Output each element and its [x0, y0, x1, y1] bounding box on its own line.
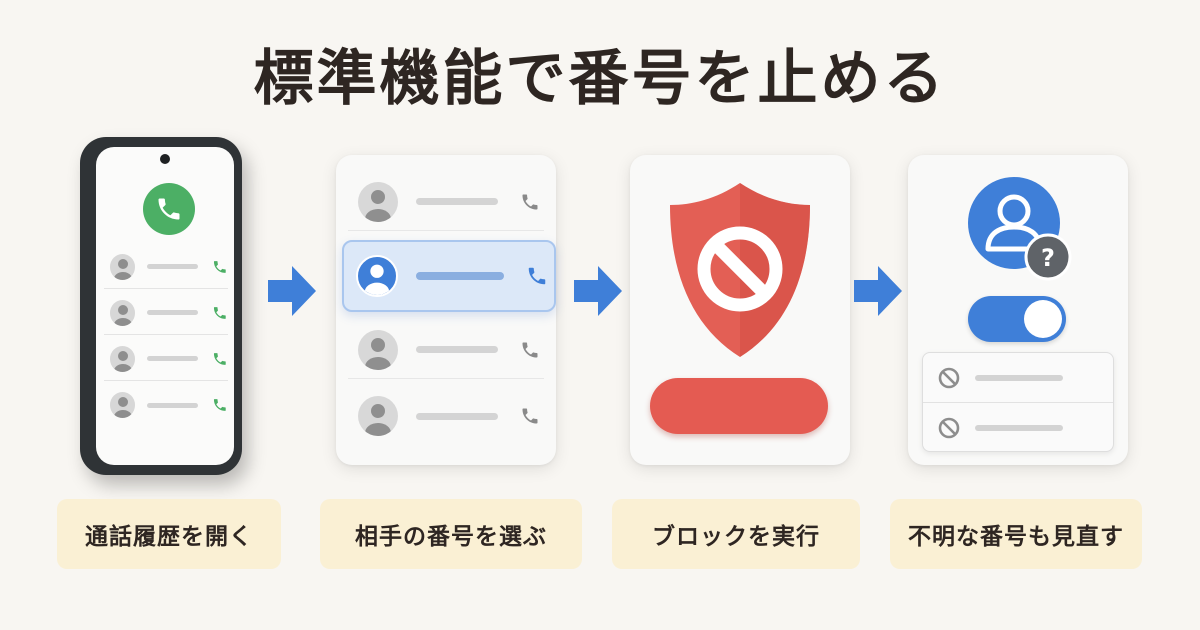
contact-list-item[interactable]	[348, 321, 544, 379]
call-history-screen	[96, 147, 234, 465]
call-icon[interactable]	[212, 397, 228, 413]
call-icon[interactable]	[526, 265, 548, 287]
step-label-execute-block: ブロックを実行	[612, 499, 860, 569]
arrow-right-icon	[574, 266, 622, 316]
contact-name-placeholder	[147, 402, 199, 408]
arrow-right-icon	[268, 266, 316, 316]
arrow-right-icon	[854, 266, 902, 316]
block-button[interactable]	[650, 378, 828, 434]
contact-avatar-icon	[110, 299, 136, 326]
unknown-caller-icon: ?	[968, 177, 1072, 281]
blocked-number-placeholder	[975, 374, 1063, 381]
contact-avatar-icon	[358, 181, 398, 222]
phone-icon	[158, 198, 180, 220]
contact-name-placeholder	[416, 198, 498, 205]
blocked-numbers-list	[922, 352, 1114, 452]
front-camera	[160, 154, 170, 164]
page-title: 標準機能で番号を止める	[253, 44, 947, 114]
contact-list-item[interactable]	[348, 387, 544, 445]
block-icon	[938, 417, 960, 439]
contact-avatar-icon	[358, 329, 398, 370]
call-icon[interactable]	[212, 351, 228, 367]
contact-avatar-icon	[110, 253, 136, 280]
block-icon	[938, 367, 960, 388]
blocked-number-item[interactable]	[923, 353, 1113, 403]
blocked-number-placeholder	[975, 425, 1063, 431]
step-label-review-unknown: 不明な番号も見直す	[890, 499, 1142, 569]
contact-name-placeholder	[147, 356, 199, 361]
contact-name-placeholder	[416, 346, 498, 353]
contact-avatar-icon	[358, 396, 398, 436]
call-history-item[interactable]	[104, 245, 228, 289]
call-icon[interactable]	[212, 305, 228, 321]
call-history-item[interactable]	[104, 291, 228, 335]
call-history-item[interactable]	[104, 383, 228, 427]
step-label-open-call-history: 通話履歴を開く	[57, 499, 281, 569]
call-history-item[interactable]	[104, 337, 228, 381]
contact-avatar-icon	[110, 345, 136, 372]
call-icon[interactable]	[520, 406, 540, 426]
shield-block-icon	[670, 183, 810, 357]
contact-avatar-icon	[110, 392, 136, 418]
contact-name-placeholder	[147, 310, 199, 315]
selected-contact-avatar-icon	[356, 255, 398, 297]
step-label-select-number: 相手の番号を選ぶ	[320, 499, 582, 569]
toggle-knob	[1024, 300, 1062, 338]
blocked-number-item[interactable]	[923, 403, 1113, 453]
contact-name-placeholder	[416, 412, 498, 420]
question-badge: ?	[1041, 244, 1055, 272]
block-unknown-toggle[interactable]	[968, 296, 1066, 342]
selected-contact-name-placeholder	[416, 272, 504, 280]
call-icon[interactable]	[520, 192, 540, 212]
contact-list-item[interactable]	[348, 173, 544, 231]
selected-contact-row[interactable]	[342, 240, 556, 312]
call-icon[interactable]	[520, 340, 540, 360]
call-icon[interactable]	[212, 259, 228, 275]
phone-app-icon[interactable]	[143, 183, 195, 235]
contact-name-placeholder	[147, 264, 199, 269]
